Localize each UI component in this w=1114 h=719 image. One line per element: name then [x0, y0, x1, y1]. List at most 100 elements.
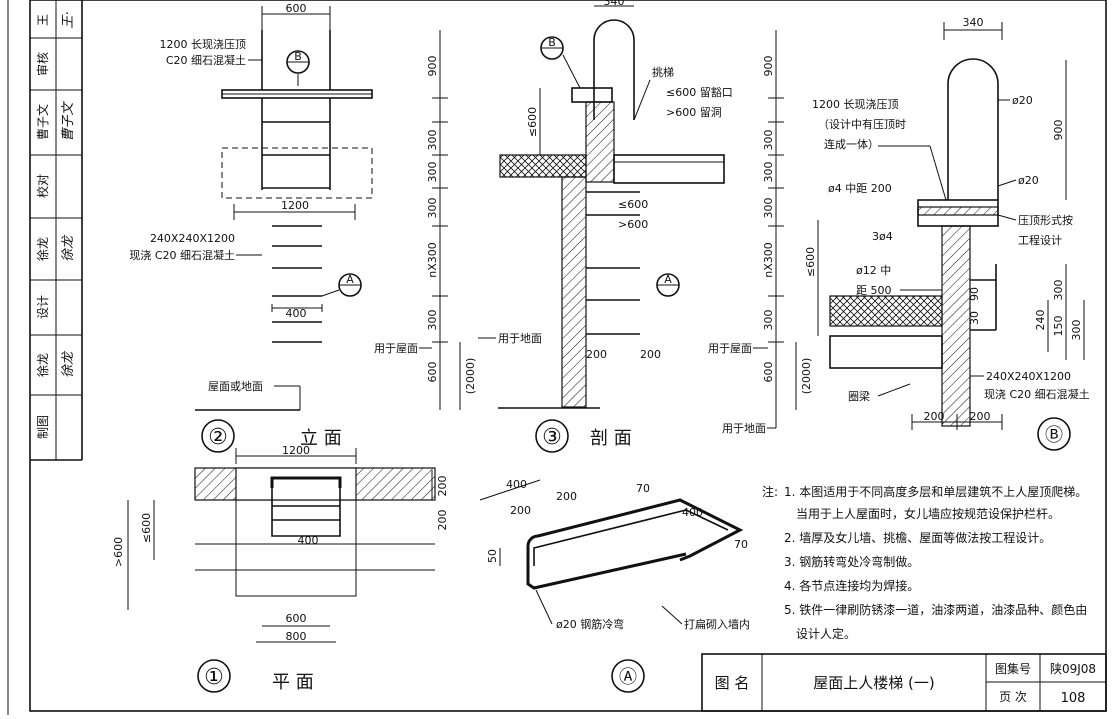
- note-5: 5. 铁件一律刷防锈漆一道，油漆两道，油漆品种、颜色由: [784, 602, 1087, 617]
- elev-block-note-2: 现浇 C20 细石混凝土: [129, 248, 235, 262]
- notes: 注: 1. 本图适用于不同高度多层和单层建筑不上人屋顶爬梯。 当用于上人屋面时，…: [762, 484, 1087, 641]
- sidebar-label-1: 王: [36, 14, 50, 26]
- sec-le600: ≤600: [526, 107, 539, 137]
- elev-for-ground: 用于地面: [498, 332, 542, 345]
- b-form-1: 压顶形式按: [1018, 213, 1073, 227]
- sec-marker-b: B: [548, 36, 556, 49]
- elev-v-2000: (2000): [464, 358, 477, 395]
- elev-v-900: 900: [426, 56, 439, 77]
- b-phi4: ø4 中距 200: [828, 182, 892, 195]
- sec-note-2: >600 留洞: [666, 106, 722, 119]
- b-v300a: 300: [1052, 280, 1065, 301]
- b-block-2: 现浇 C20 细石混凝土: [984, 387, 1090, 401]
- plan-dim-600: 600: [286, 612, 307, 625]
- b-h200a: 200: [924, 410, 945, 423]
- sec-v-300c: 300: [762, 198, 775, 219]
- sidebar-label-2: 曹子文: [35, 104, 50, 140]
- elev-coping-note-1: 1200 长现浇压顶: [160, 38, 247, 51]
- plan-view: 1200 400 200 200 >600 ≤600 600 800 ① 平 面: [112, 444, 449, 693]
- a-dim-70a: 70: [636, 482, 650, 495]
- note-3: 3. 钢筋转弯处冷弯制做。: [784, 554, 919, 569]
- sidebar-role-review: 审核: [35, 52, 50, 76]
- b-v300b: 300: [1070, 320, 1083, 341]
- b-v90: 90: [968, 287, 981, 301]
- b-v30: 30: [968, 311, 981, 325]
- plan-number-circle: [197, 659, 231, 693]
- b-number: Ⓑ: [1045, 425, 1063, 446]
- sec-main-wall: [561, 176, 587, 408]
- title-block: 图 名 屋面上人楼梯 (一) 图集号 陕09J08 页 次 108: [701, 653, 1107, 712]
- elev-v-nx300: nX300: [426, 242, 439, 278]
- sec-marker-a: A: [664, 273, 672, 286]
- a-dim-70b: 70: [734, 538, 748, 551]
- title-name-label: 图 名: [715, 674, 750, 692]
- sidebar-role-draw: 制图: [36, 415, 50, 439]
- sidebar: 王 审核 曹子文 校对 徐龙 设计 徐龙 制图 王· 曹子文 徐龙 徐龙: [30, 0, 82, 461]
- b-v150: 150: [1052, 316, 1065, 337]
- elev-v-300a: 300: [426, 130, 439, 151]
- plan-dim-200a: 200: [436, 476, 449, 497]
- a-dim-400a: 400: [506, 478, 527, 491]
- sec-top-dim: 340: [604, 0, 625, 8]
- elev-v-300d: 300: [426, 310, 439, 331]
- sidebar-label-4: 徐龙: [35, 237, 50, 261]
- a-dim-400b: 400: [682, 506, 703, 519]
- b-coping-3: 连成一体）: [824, 137, 879, 151]
- sec-v-600: 600: [762, 362, 775, 383]
- sec-note-1: ≤600 留豁口: [666, 85, 733, 99]
- b-v240: 240: [1034, 310, 1047, 331]
- b-phi12-2: 距 500: [856, 284, 892, 297]
- marker-b-label: B: [294, 50, 302, 63]
- sec-v-nx300: nX300: [762, 242, 775, 278]
- sec-parapet: [585, 101, 615, 183]
- b-coping-1: 1200 长现浇压顶: [812, 98, 899, 111]
- b-v900: 900: [1052, 120, 1065, 141]
- elev-for-roof: 用于屋面: [374, 342, 418, 355]
- section-view: 340 B 挑梯 ≤600 留豁口 >600 留洞 ≤600 ≤600 >600: [498, 0, 813, 453]
- b-number-circle: [1037, 417, 1071, 451]
- a-rebar: ø20 钢筋冷弯: [556, 617, 624, 631]
- sec-title: 剖 面: [590, 428, 632, 449]
- elev-roof-or-ground: 屋面或地面: [208, 380, 263, 393]
- sec-dim-200b: 200: [640, 348, 661, 361]
- note-5b: 设计人定。: [796, 626, 856, 641]
- plan-dim-1200: 1200: [282, 444, 310, 457]
- sec-v-900: 900: [762, 56, 775, 77]
- b-coping-2: （设计中有压顶时: [818, 117, 906, 131]
- sec-v-300a: 300: [762, 130, 775, 151]
- b-phi20a: ø20: [1012, 94, 1033, 107]
- signature-4: 徐龙: [61, 350, 76, 378]
- sec-number: ③: [542, 425, 562, 450]
- signature-2: 曹子文: [60, 101, 76, 142]
- sec-for-ground: 用于地面: [722, 422, 766, 435]
- b-form-2: 工程设计: [1018, 234, 1062, 247]
- elev-v-300b: 300: [426, 162, 439, 183]
- a-anchor: 打扁砌入墙内: [684, 617, 750, 631]
- elev-number: ②: [208, 425, 228, 450]
- sec-number-circle: [535, 419, 569, 453]
- plan-dim-200b: 200: [436, 510, 449, 531]
- plan-dim-800: 800: [286, 630, 307, 643]
- elev-width-dim: 1200: [281, 199, 309, 212]
- sec-for-roof: 用于屋面: [708, 342, 752, 355]
- notes-prefix: 注:: [762, 484, 778, 499]
- b-phi12-1: ø12 中: [856, 264, 891, 277]
- title-name-value: 屋面上人楼梯 (一): [813, 674, 934, 692]
- note-4: 4. 各节点连接均为焊接。: [784, 578, 919, 593]
- marker-a-label: A: [346, 273, 354, 286]
- b-block-1: 240X240X1200: [986, 370, 1071, 383]
- sec-guard-label: 挑梯: [652, 65, 674, 79]
- note-2: 2. 墙厚及女儿墙、挑檐、屋面等做法按工程设计。: [784, 530, 1051, 545]
- plan-dim-gt600: >600: [112, 537, 125, 567]
- elev-block-note-1: 240X240X1200: [150, 232, 235, 245]
- a-dim-50: 50: [486, 549, 499, 563]
- atlas-label: 图集号: [995, 661, 1031, 676]
- note-1: 1. 本图适用于不同高度多层和单层建筑不上人屋顶爬梯。: [784, 484, 1087, 499]
- a-dim-200a: 200: [510, 504, 531, 517]
- sec-lt600: ≤600: [618, 198, 648, 211]
- a-dim-200b: 200: [556, 490, 577, 503]
- elev-v-300c: 300: [426, 198, 439, 219]
- atlas-value: 陕09J08: [1050, 661, 1096, 676]
